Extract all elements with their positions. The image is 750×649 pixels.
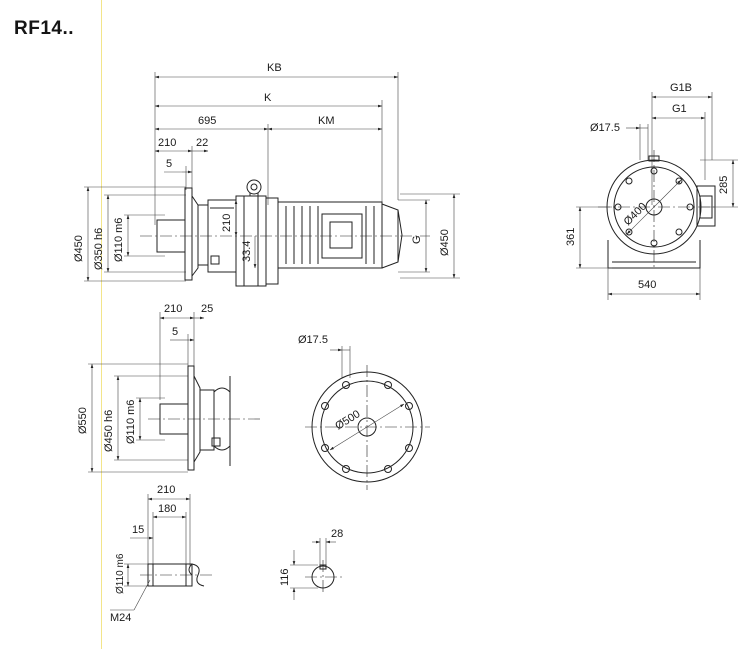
- dim-dia110m6-flange: Ø110 m6: [125, 400, 137, 444]
- dim-210-flange: 210: [164, 303, 182, 315]
- dim-5: 5: [166, 158, 172, 170]
- dim-dia450-left: Ø450: [73, 235, 85, 262]
- side-view: KB K 695 KM 210 22 5 Ø450 Ø350 h6 Ø110 m…: [73, 62, 460, 287]
- dim-180: 180: [158, 503, 176, 515]
- drawing-title: RF14..: [14, 18, 75, 39]
- dim-dia110m6-shaft: Ø110 m6: [115, 553, 126, 594]
- dim-116: 116: [279, 568, 291, 586]
- dim-285: 285: [718, 176, 730, 194]
- dim-dia400: Ø400: [622, 201, 650, 229]
- dim-g1b: G1B: [670, 82, 692, 94]
- dim-dia17-5-end: Ø17.5: [590, 122, 620, 134]
- dim-210: 210: [158, 137, 176, 149]
- dim-25: 25: [201, 303, 213, 315]
- dim-540: 540: [638, 279, 656, 291]
- dim-dia550: Ø550: [77, 407, 89, 434]
- dim-33-4: 33.4: [241, 241, 253, 262]
- dim-28: 28: [331, 528, 343, 540]
- dim-dia450-right: Ø450: [439, 229, 451, 256]
- dim-695: 695: [198, 115, 216, 127]
- dim-15: 15: [132, 524, 144, 536]
- dim-dia350h6: Ø350 h6: [93, 228, 105, 270]
- dim-dia450h6: Ø450 h6: [103, 410, 115, 452]
- dim-361: 361: [565, 228, 577, 246]
- dim-dia17-5-face: Ø17.5: [298, 334, 328, 346]
- dim-dia110m6: Ø110 m6: [113, 218, 125, 262]
- dim-5-flange: 5: [172, 326, 178, 338]
- dim-210-vertical: 210: [221, 214, 233, 232]
- dim-m24: M24: [110, 612, 131, 624]
- dim-210-shaft: 210: [157, 484, 175, 496]
- dim-kb: KB: [267, 62, 282, 74]
- flange-face-bolt-holes: [321, 381, 413, 473]
- dim-km: KM: [318, 115, 335, 127]
- dim-g1: G1: [672, 103, 687, 115]
- flange-face-view: Ø17.5 Ø500: [298, 334, 430, 490]
- dim-g: G: [411, 235, 423, 244]
- flange-view: 210 25 5 Ø550 Ø450 h6 Ø110 m6: [77, 303, 262, 473]
- shaft-view: 210 180 15 Ø110 m6 M24: [110, 484, 212, 624]
- yellow-margin-line: [101, 0, 102, 649]
- key-view: 28 116: [279, 528, 343, 600]
- dim-k: K: [264, 92, 272, 104]
- dim-22: 22: [196, 137, 208, 149]
- end-view: G1B G1 Ø17.5 Ø400: [565, 82, 738, 300]
